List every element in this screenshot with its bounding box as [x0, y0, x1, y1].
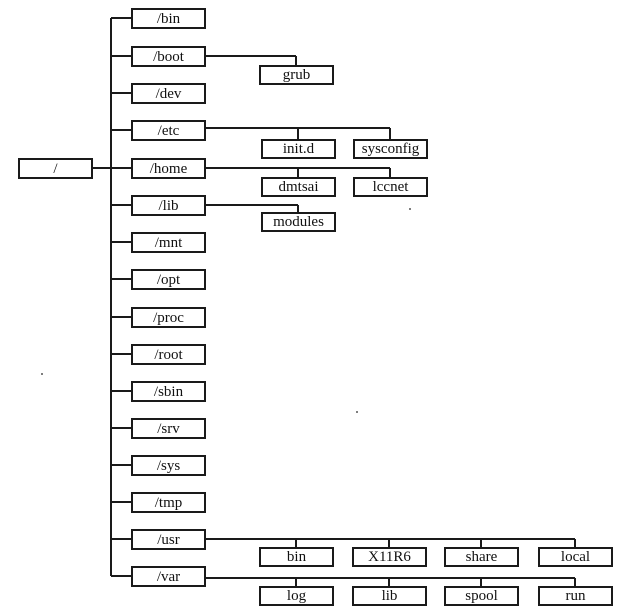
node-root-label: / — [53, 160, 58, 177]
node-sbin: /sbin — [131, 381, 206, 402]
scan-speck — [409, 208, 411, 210]
node-boot-label: /boot — [153, 48, 184, 65]
node-boot-grub: grub — [259, 65, 334, 85]
node-lib: /lib — [131, 195, 206, 216]
node-lib-modules-label: modules — [273, 214, 324, 230]
node-var-lib-label: lib — [381, 588, 398, 604]
node-var: /var — [131, 566, 206, 587]
scan-speck — [356, 411, 358, 413]
node-srv-label: /srv — [157, 420, 180, 437]
node-usr-label: /usr — [157, 531, 180, 548]
scan-speck — [41, 373, 43, 375]
node-var-log-label: log — [286, 588, 307, 604]
node-var-lib: lib — [352, 586, 427, 606]
node-boot: /boot — [131, 46, 206, 67]
node-usr-share-label: share — [465, 549, 498, 565]
node-tmp-label: /tmp — [154, 494, 183, 511]
node-boot-grub-label: grub — [282, 67, 311, 83]
node-bin: /bin — [131, 8, 206, 29]
node-etc-label: /etc — [157, 122, 180, 139]
node-home-lccnet: lccnet — [353, 177, 428, 197]
node-var-run: run — [538, 586, 613, 606]
node-dev: /dev — [131, 83, 206, 104]
node-usr-local-label: local — [560, 549, 591, 565]
node-var-label: /var — [156, 568, 181, 585]
node-bin-label: /bin — [156, 10, 181, 27]
node-sbin-label: /sbin — [153, 383, 184, 400]
node-root-dir-label: /root — [154, 346, 183, 363]
node-etc-sysconfig: sysconfig — [353, 139, 428, 159]
node-var-spool: spool — [444, 586, 519, 606]
node-usr-share: share — [444, 547, 519, 567]
node-etc: /etc — [131, 120, 206, 141]
node-home-label: /home — [149, 160, 188, 177]
node-root-dir: /root — [131, 344, 206, 365]
node-home: /home — [131, 158, 206, 179]
node-etc-initd-label: init.d — [282, 141, 315, 157]
node-usr: /usr — [131, 529, 206, 550]
node-usr-local: local — [538, 547, 613, 567]
node-var-log: log — [259, 586, 334, 606]
node-opt: /opt — [131, 269, 206, 290]
node-lib-modules: modules — [261, 212, 336, 232]
node-opt-label: /opt — [156, 271, 181, 288]
node-sys: /sys — [131, 455, 206, 476]
node-usr-bin: bin — [259, 547, 334, 567]
node-proc-label: /proc — [153, 309, 184, 326]
node-srv: /srv — [131, 418, 206, 439]
node-home-dmtsai: dmtsai — [261, 177, 336, 197]
node-tmp: /tmp — [131, 492, 206, 513]
node-lib-label: /lib — [158, 197, 179, 214]
node-mnt-label: /mnt — [154, 234, 183, 251]
node-mnt: /mnt — [131, 232, 206, 253]
node-usr-x11r6: X11R6 — [352, 547, 427, 567]
node-home-lccnet-label: lccnet — [372, 179, 409, 195]
node-etc-sysconfig-label: sysconfig — [361, 141, 420, 157]
node-var-run-label: run — [565, 588, 586, 604]
node-sys-label: /sys — [156, 457, 181, 474]
node-usr-bin-label: bin — [286, 549, 307, 565]
node-etc-initd: init.d — [261, 139, 336, 159]
node-home-dmtsai-label: dmtsai — [278, 179, 319, 195]
node-proc: /proc — [131, 307, 206, 328]
node-var-spool-label: spool — [465, 588, 498, 604]
node-dev-label: /dev — [155, 85, 182, 102]
node-usr-x11r6-label: X11R6 — [368, 549, 411, 565]
node-root: / — [18, 158, 93, 179]
